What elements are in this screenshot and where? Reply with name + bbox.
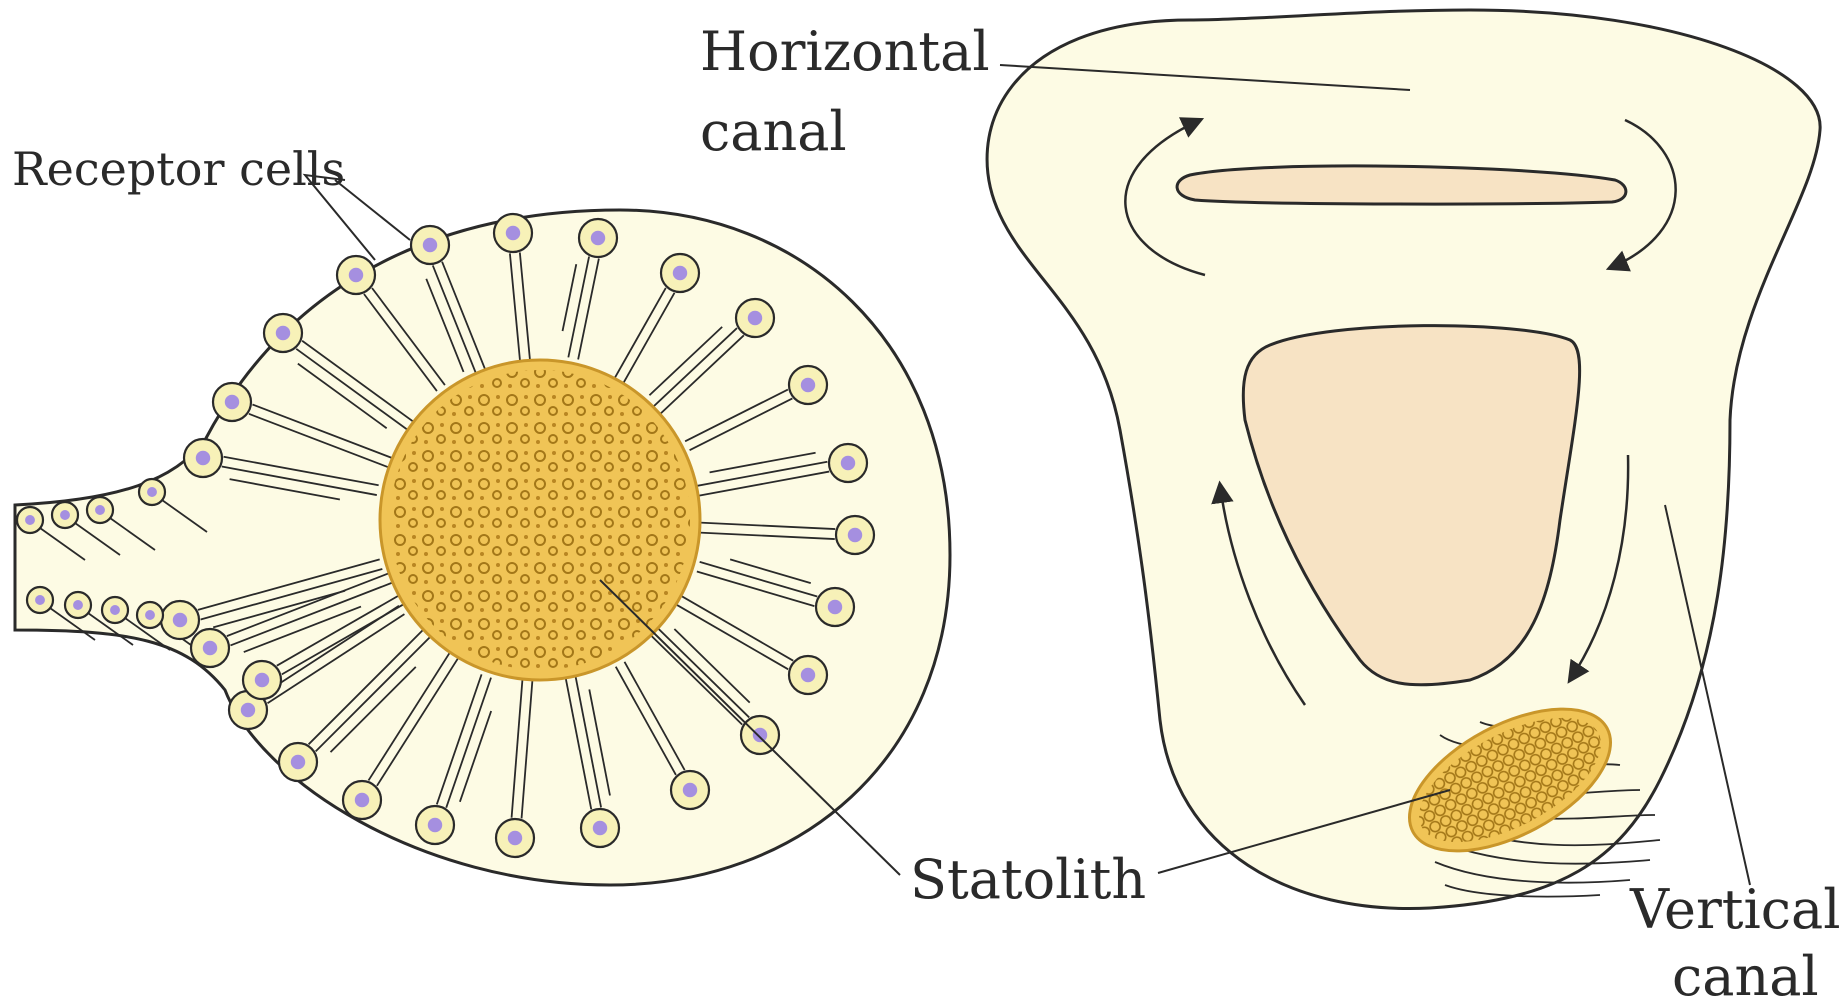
receptor-cell xyxy=(213,383,251,421)
receptor-cell xyxy=(184,439,222,477)
receptor-cell xyxy=(789,656,827,694)
statocyst-sphere xyxy=(15,210,950,885)
receptor-cell xyxy=(789,366,827,404)
receptor-cell xyxy=(264,314,302,352)
receptor-cell xyxy=(279,743,317,781)
receptor-cell xyxy=(102,597,128,623)
receptor-cell xyxy=(139,479,165,505)
receptor-cell xyxy=(191,629,229,667)
receptor-cell xyxy=(736,299,774,337)
receptor-cell xyxy=(741,716,779,754)
receptor-cell xyxy=(671,771,709,809)
receptor-cell xyxy=(27,587,53,613)
receptor-cell xyxy=(661,254,699,292)
label-horizontal-canal-line2: canal xyxy=(700,100,847,163)
receptor-cell xyxy=(52,502,78,528)
label-statolith: Statolith xyxy=(910,848,1146,911)
label-receptor-cells: Receptor cells xyxy=(12,142,345,196)
receptor-cell xyxy=(243,661,281,699)
receptor-cell xyxy=(416,806,454,844)
receptor-cell xyxy=(496,819,534,857)
receptor-cell xyxy=(579,219,617,257)
leader-receptor-b xyxy=(335,180,410,240)
label-vertical-canal-line2: canal xyxy=(1672,945,1819,1004)
receptor-cell xyxy=(65,592,91,618)
receptor-cell xyxy=(137,602,163,628)
receptor-cell xyxy=(836,516,874,554)
receptor-cell xyxy=(816,588,854,626)
receptor-cell xyxy=(829,444,867,482)
receptor-cell xyxy=(87,497,113,523)
receptor-cell xyxy=(581,809,619,847)
receptor-cell xyxy=(337,256,375,294)
receptor-cell xyxy=(411,226,449,264)
receptor-cell xyxy=(161,601,199,639)
label-vertical-canal-line1: Vertical xyxy=(1629,878,1841,941)
receptor-cell xyxy=(343,781,381,819)
canal-organ xyxy=(987,10,1820,909)
label-horizontal-canal-line1: Horizontal xyxy=(700,20,990,83)
receptor-cell xyxy=(494,214,532,252)
receptor-cell xyxy=(17,507,43,533)
